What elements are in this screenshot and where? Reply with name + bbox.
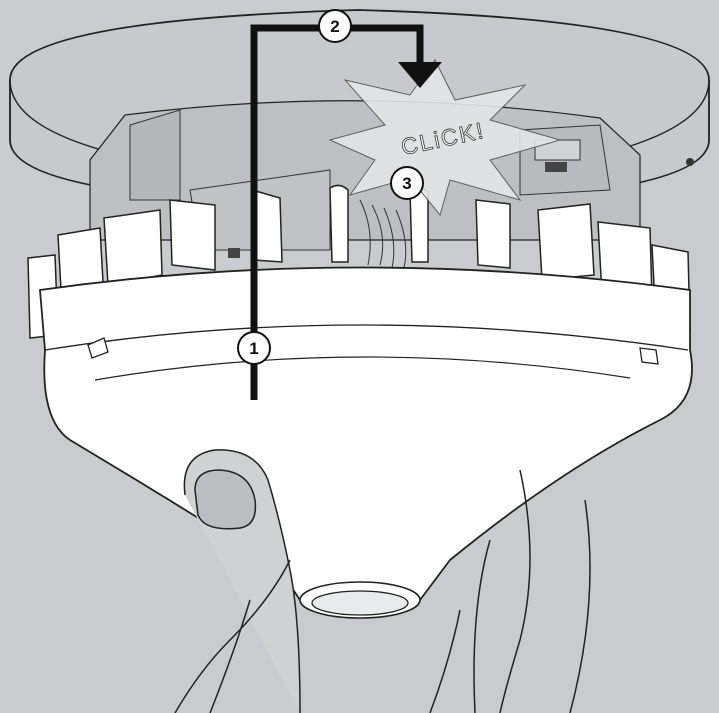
step-callout-1: 1: [238, 332, 270, 364]
step-label-1: 1: [249, 339, 258, 358]
step-label-3: 3: [402, 174, 411, 193]
step-callout-2: 2: [319, 10, 351, 42]
smoke-detector-body: [40, 268, 692, 619]
step-callout-3: 3: [391, 167, 423, 199]
step-label-2: 2: [330, 17, 339, 36]
